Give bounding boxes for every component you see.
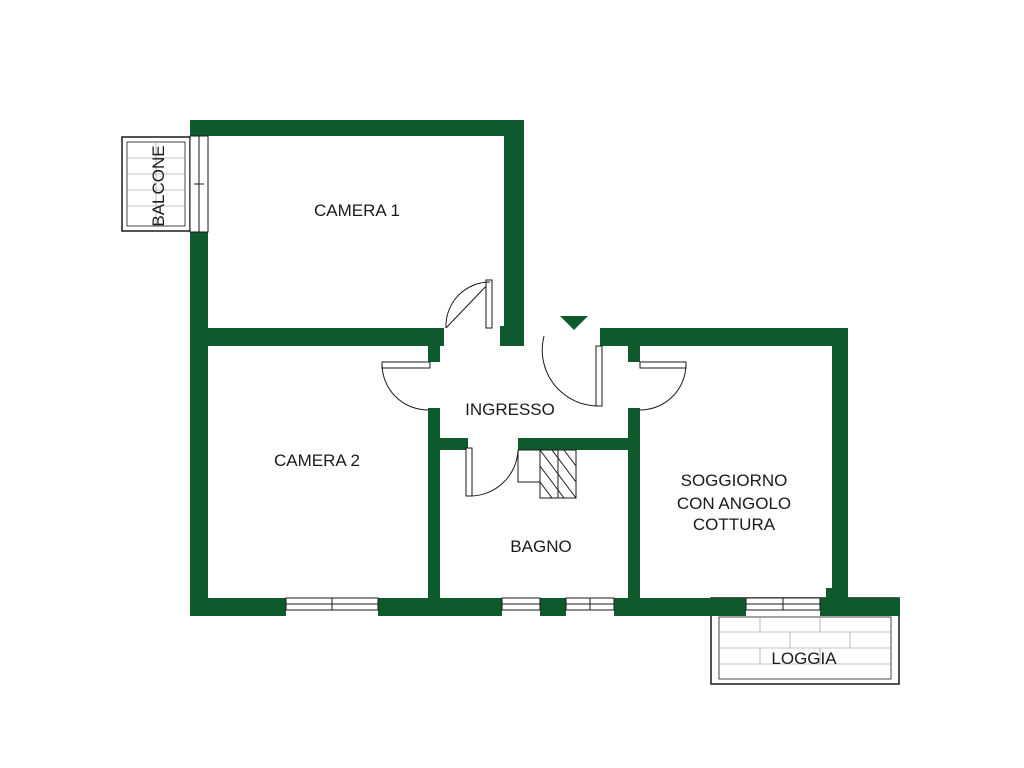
room-label-camera1: CAMERA 1 xyxy=(314,201,400,220)
bagno-fixtures xyxy=(517,449,577,499)
room-label-bagno: BAGNO xyxy=(510,537,571,556)
room-label-balcone: BALCONE xyxy=(149,145,168,226)
door-entrance xyxy=(541,335,603,407)
entrance-arrow-icon xyxy=(560,316,588,330)
doors xyxy=(381,279,687,497)
door-soggiorno xyxy=(639,361,687,411)
door-camera1 xyxy=(445,279,493,329)
room-label-soggiorno-3: COTTURA xyxy=(693,515,776,534)
door-bagno xyxy=(465,447,519,497)
room-label-loggia: LOGGIA xyxy=(771,649,837,668)
walls xyxy=(190,120,900,616)
door-camera2 xyxy=(381,361,431,411)
room-label-camera2: CAMERA 2 xyxy=(274,451,360,470)
windows xyxy=(189,135,821,611)
room-label-soggiorno-2: CON ANGOLO xyxy=(677,494,791,513)
room-label-soggiorno-1: SOGGIORNO xyxy=(681,471,788,490)
room-label-ingresso: INGRESSO xyxy=(465,400,555,419)
